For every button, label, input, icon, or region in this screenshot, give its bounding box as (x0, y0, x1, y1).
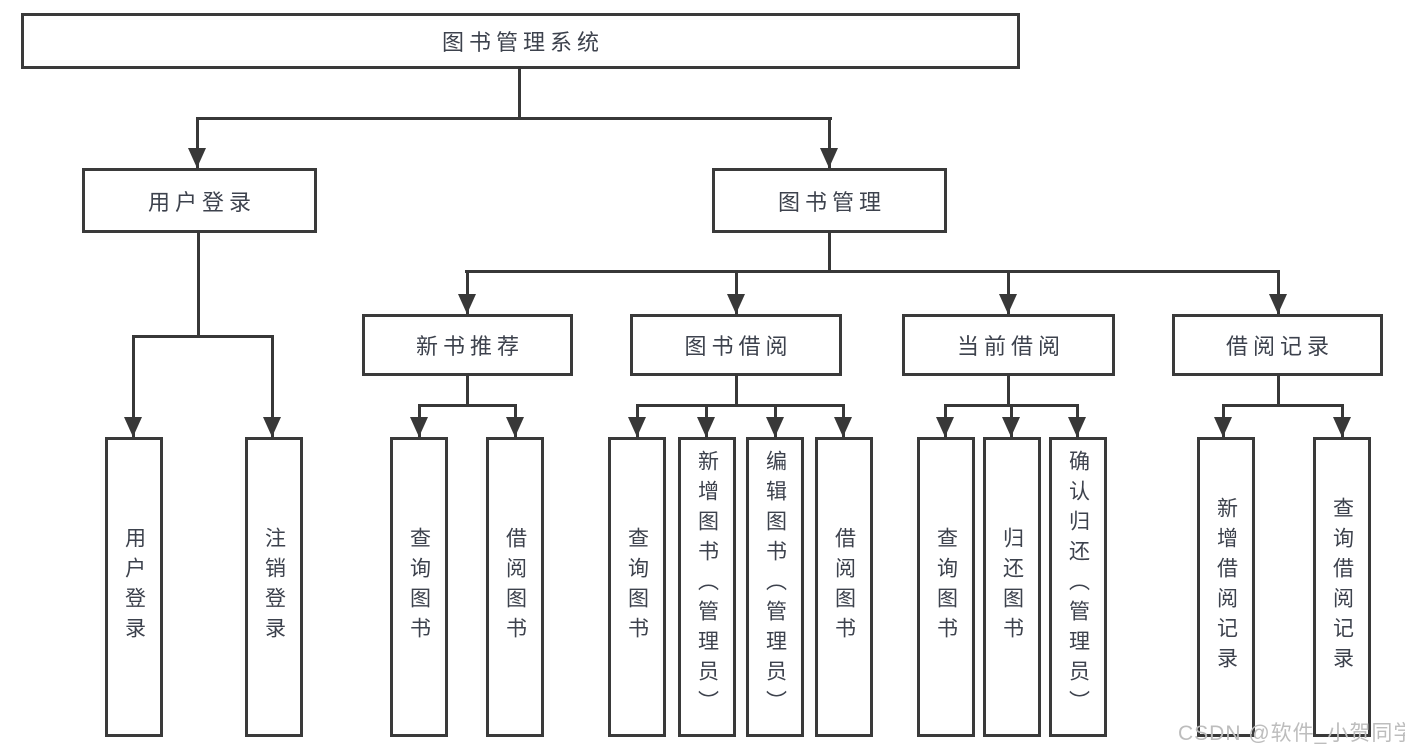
leaf-cb-confirm-return-admin: 确认归还（管理员） (1049, 437, 1107, 737)
leaf-nbr-query-books-label: 查询图书 (407, 527, 431, 647)
arrowhead-cb-query (936, 417, 954, 437)
leaf-bb-edit-books-admin: 编辑图书（管理员） (746, 437, 804, 737)
arrowhead-bb-edit (766, 417, 784, 437)
node-book-management: 图书管理 (712, 168, 947, 233)
connector-stem-user-login (196, 117, 199, 168)
connector-nbr-stub (466, 374, 469, 406)
connector-stem-borrow-records (1277, 270, 1280, 314)
arrowhead-leaf-user-login (124, 417, 142, 437)
leaf-user-login-label: 用户登录 (122, 527, 146, 647)
leaf-nbr-query-books: 查询图书 (390, 437, 448, 737)
arrowhead-user-login (188, 148, 206, 168)
leaf-bb-borrow-books-label: 借阅图书 (832, 527, 856, 647)
arrowhead-br-query (1333, 417, 1351, 437)
connector-nbr-rail (418, 404, 517, 407)
node-borrow-records: 借阅记录 (1172, 314, 1383, 376)
connector-user-login-stub (197, 230, 200, 337)
connector-level3-rail (465, 270, 1280, 273)
connector-br-rail (1222, 404, 1344, 407)
connector-bb-stub (735, 374, 738, 406)
connector-stem-leaf-logout (271, 335, 274, 437)
node-user-login: 用户登录 (82, 168, 317, 233)
leaf-cb-query-books: 查询图书 (917, 437, 975, 737)
arrowhead-nbr-borrow (506, 417, 524, 437)
connector-stem-book-management (828, 117, 831, 168)
leaf-br-add-record-label: 新增借阅记录 (1214, 497, 1238, 677)
leaf-logout: 注销登录 (245, 437, 303, 737)
node-root: 图书管理系统 (21, 13, 1020, 69)
connector-book-management-stub (828, 231, 831, 272)
leaf-bb-query-books-label: 查询图书 (625, 527, 649, 647)
arrowhead-br-add (1214, 417, 1232, 437)
connector-br-stub (1277, 374, 1280, 406)
leaf-cb-query-books-label: 查询图书 (934, 527, 958, 647)
leaf-br-query-record: 查询借阅记录 (1313, 437, 1371, 737)
leaf-bb-add-books-admin-label: 新增图书（管理员） (695, 450, 719, 720)
connector-user-login-rail (132, 335, 274, 338)
arrowhead-cb-return (1002, 417, 1020, 437)
connector-level2-rail (196, 117, 832, 120)
arrowhead-new-book-recommend (458, 294, 476, 314)
leaf-nbr-borrow-books-label: 借阅图书 (503, 527, 527, 647)
leaf-user-login: 用户登录 (105, 437, 163, 737)
node-book-borrow-label: 图书借阅 (684, 334, 793, 359)
leaf-bb-edit-books-admin-label: 编辑图书（管理员） (763, 450, 787, 720)
leaf-nbr-borrow-books: 借阅图书 (486, 437, 544, 737)
arrowhead-nbr-query (410, 417, 428, 437)
connector-stem-book-borrow (735, 270, 738, 314)
node-user-login-label: 用户登录 (147, 189, 256, 215)
arrowhead-bb-borrow (834, 417, 852, 437)
node-new-book-recommend: 新书推荐 (362, 314, 573, 376)
connector-bb-rail (636, 404, 845, 407)
node-root-label: 图书管理系统 (441, 30, 604, 55)
leaf-bb-borrow-books: 借阅图书 (815, 437, 873, 737)
arrowhead-bb-query (628, 417, 646, 437)
arrowhead-book-borrow (727, 294, 745, 314)
csdn-watermark: CSDN @软件_小贺同学 (1178, 722, 1405, 745)
leaf-bb-query-books: 查询图书 (608, 437, 666, 737)
arrowhead-borrow-records (1269, 294, 1287, 314)
leaf-bb-add-books-admin: 新增图书（管理员） (678, 437, 736, 737)
node-book-management-label: 图书管理 (777, 189, 886, 215)
connector-root-stub (518, 66, 521, 119)
connector-cb-stub (1007, 374, 1010, 406)
leaf-br-query-record-label: 查询借阅记录 (1330, 497, 1354, 677)
node-current-borrow: 当前借阅 (902, 314, 1115, 376)
arrowhead-bb-add (697, 417, 715, 437)
connector-stem-leaf-user-login (132, 335, 135, 437)
node-current-borrow-label: 当前借阅 (956, 334, 1065, 359)
arrowhead-book-management (820, 148, 838, 168)
leaf-br-add-record: 新增借阅记录 (1197, 437, 1255, 737)
arrowhead-cb-confirm (1068, 417, 1086, 437)
arrowhead-leaf-logout (263, 417, 281, 437)
connector-stem-current-borrow (1007, 270, 1010, 314)
arrowhead-current-borrow (999, 294, 1017, 314)
leaf-cb-return-books-label: 归还图书 (1000, 527, 1024, 647)
leaf-logout-label: 注销登录 (262, 527, 286, 647)
leaf-cb-return-books: 归还图书 (983, 437, 1041, 737)
node-borrow-records-label: 借阅记录 (1225, 334, 1334, 359)
node-book-borrow: 图书借阅 (630, 314, 842, 376)
node-new-book-recommend-label: 新书推荐 (415, 334, 524, 359)
connector-stem-new-book-recommend (466, 270, 469, 314)
leaf-cb-confirm-return-admin-label: 确认归还（管理员） (1066, 450, 1090, 720)
